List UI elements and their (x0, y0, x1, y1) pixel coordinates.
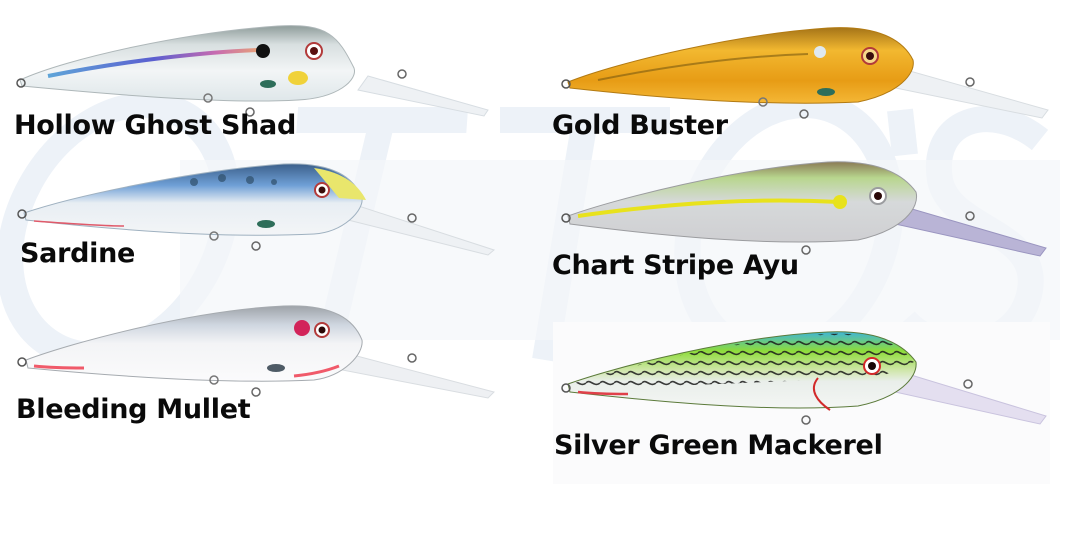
lure-image-hollow-ghost-shad[interactable] (8, 18, 498, 118)
lure-label-silver-green-mackerel: Silver Green Mackerel (554, 430, 883, 461)
lure-image-bleeding-mullet[interactable] (14, 300, 504, 400)
lure-label-chart-stripe-ayu: Chart Stripe Ayu (552, 250, 799, 281)
lure-image-silver-green-mackerel[interactable] (558, 328, 1058, 428)
lure-label-bleeding-mullet: Bleeding Mullet (16, 394, 251, 425)
lure-label-hollow-ghost-shad: Hollow Ghost Shad (14, 110, 296, 141)
lure-image-gold-buster[interactable] (558, 22, 1058, 122)
lure-image-chart-stripe-ayu[interactable] (558, 158, 1058, 258)
lure-label-sardine: Sardine (20, 238, 135, 269)
lure-label-gold-buster: Gold Buster (552, 110, 728, 141)
